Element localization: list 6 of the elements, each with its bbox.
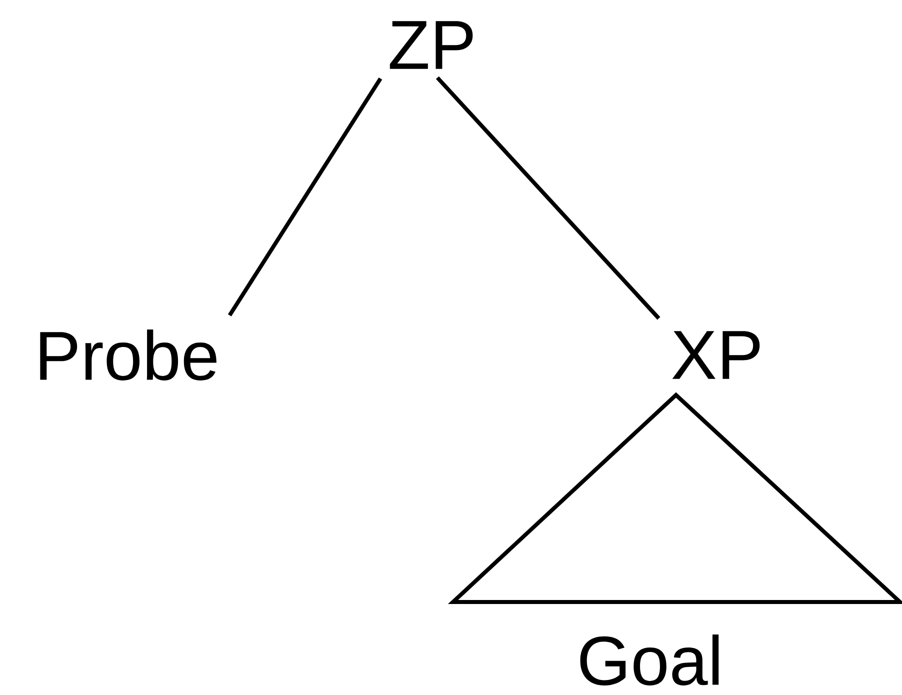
tree-label: Probe <box>40 330 216 380</box>
branch-line <box>436 76 660 320</box>
node-label: Goal <box>580 634 719 686</box>
tree-label: ZP <box>390 21 473 69</box>
tree-label: XP <box>672 331 760 379</box>
branch-line <box>228 77 382 316</box>
